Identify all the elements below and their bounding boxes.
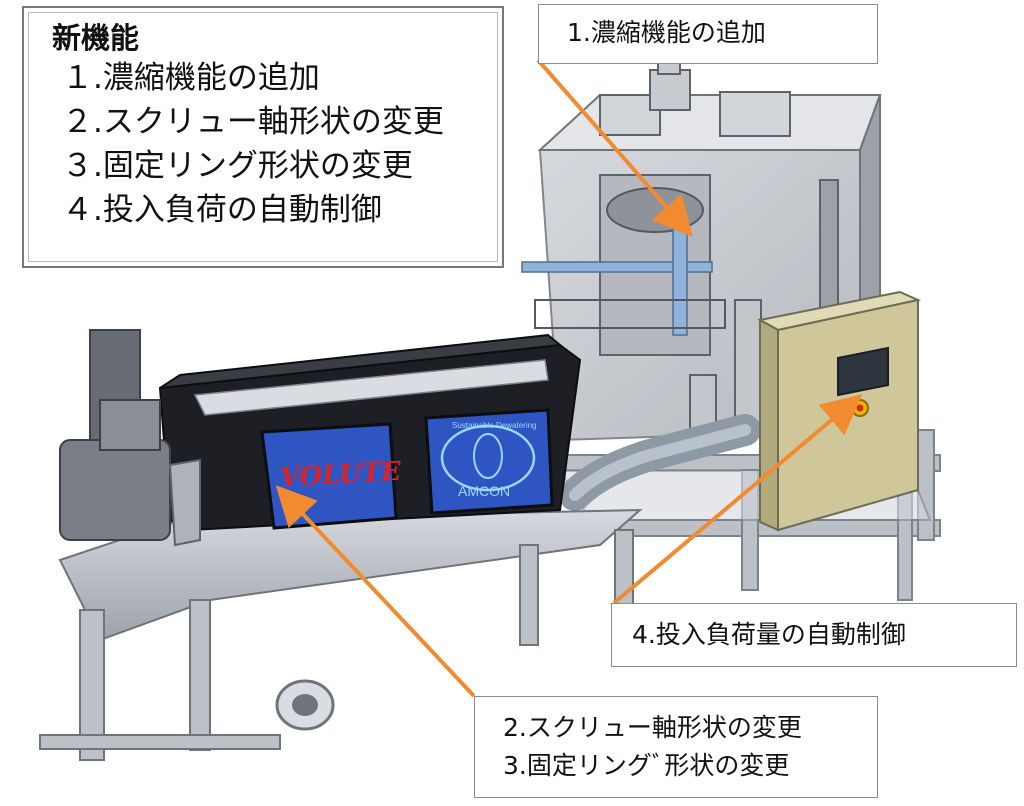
arrow-to-screw-press <box>275 485 476 698</box>
arrows <box>275 58 863 698</box>
feature-item: １.濃縮機能の追加 <box>62 60 320 96</box>
amcon-arc-text: Sustainable Dewatering <box>452 421 537 430</box>
new-features-box: 新機能 １.濃縮機能の追加 ２.スクリュー軸形状の変更 ３.固定リング形状の変更… <box>22 6 504 268</box>
features-title: 新機能 <box>52 21 140 55</box>
arrow-to-control-panel <box>612 394 863 605</box>
callout-text: 1.濃縮機能の追加 <box>567 18 766 47</box>
feature-item: ４.投入負荷の自動制御 <box>62 192 382 228</box>
callout-text: 2.スクリュー軸形状の変更 <box>503 713 802 742</box>
control-cabinet <box>757 290 922 532</box>
feature-item: ３.固定リング形状の変更 <box>62 148 413 184</box>
screw-press <box>39 329 643 761</box>
volute-logo: VOLUTE <box>279 457 403 493</box>
callout-screw-and-ring: 2.スクリュー軸形状の変更 3.固定リングﾞ形状の変更 <box>474 696 878 798</box>
feed-pipe <box>559 414 761 511</box>
callout-concentration: 1.濃縮機能の追加 <box>538 4 878 64</box>
callout-text: 3.固定リングﾞ形状の変更 <box>503 751 790 780</box>
callout-load-control: 4.投入負荷量の自動制御 <box>611 603 1017 667</box>
callout-text: 4.投入負荷量の自動制御 <box>632 620 906 649</box>
feature-item: ２.スクリュー軸形状の変更 <box>62 104 444 140</box>
amcon-logo: AMCON <box>458 483 510 499</box>
arrow-to-thickener <box>536 58 693 238</box>
